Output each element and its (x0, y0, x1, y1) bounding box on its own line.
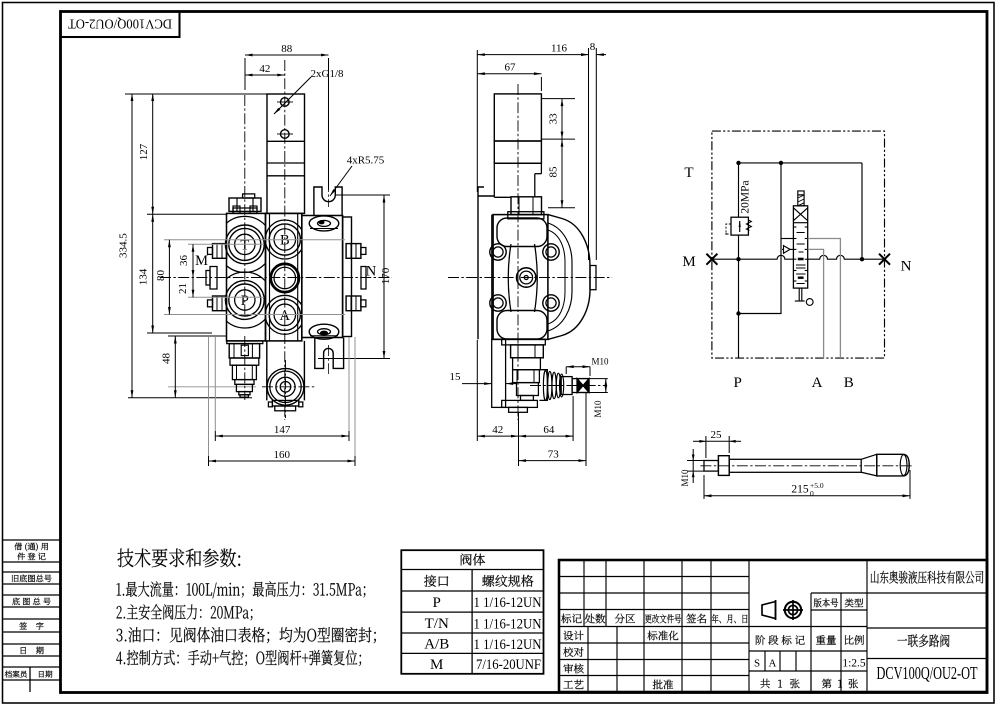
svg-text:P: P (241, 293, 249, 309)
svg-text:M: M (682, 254, 695, 270)
svg-text:N: N (901, 259, 912, 275)
svg-text:88: 88 (281, 43, 293, 55)
svg-text:DCV100Q/OU2-OT: DCV100Q/OU2-OT (877, 663, 978, 683)
svg-text:170: 170 (380, 267, 392, 284)
svg-text:147: 147 (274, 424, 291, 436)
svg-text:21: 21 (177, 283, 189, 294)
svg-text:134: 134 (138, 268, 150, 285)
svg-text:A: A (769, 658, 777, 670)
svg-text:15: 15 (450, 371, 462, 383)
svg-text:M10: M10 (593, 400, 603, 418)
svg-text:1:2.5: 1:2.5 (842, 658, 866, 670)
svg-text:M: M (430, 657, 443, 673)
svg-text:1 1/16-12UN: 1 1/16-12UN (474, 616, 542, 632)
svg-text:DCV100Q/OU2-OT: DCV100Q/OU2-OT (67, 17, 172, 32)
svg-text:42: 42 (259, 63, 270, 75)
svg-text:215: 215 (791, 484, 809, 496)
svg-text:7/16-20UNF: 7/16-20UNF (476, 657, 541, 673)
svg-text:B: B (844, 375, 854, 391)
svg-text:S: S (754, 658, 760, 670)
svg-text:80: 80 (155, 270, 167, 282)
svg-text:M10: M10 (680, 469, 690, 487)
svg-text:1 1/16-12UN: 1 1/16-12UN (474, 595, 542, 611)
svg-text:48: 48 (161, 353, 173, 365)
svg-text:1 1/16-12UN: 1 1/16-12UN (474, 637, 542, 653)
svg-text:64: 64 (543, 424, 555, 436)
svg-text:A/B: A/B (424, 636, 449, 652)
svg-text:67: 67 (505, 62, 517, 74)
svg-text:M: M (195, 253, 208, 269)
svg-text:T/N: T/N (425, 616, 449, 632)
svg-text:36: 36 (178, 255, 190, 267)
svg-text:P: P (734, 375, 742, 391)
svg-text:A: A (812, 375, 823, 391)
svg-text:T: T (240, 238, 249, 254)
svg-text:116: 116 (551, 43, 568, 55)
svg-text:33: 33 (548, 113, 560, 125)
svg-text:2xG1/8: 2xG1/8 (311, 68, 345, 80)
svg-text:P: P (433, 595, 441, 611)
svg-text:85: 85 (548, 166, 560, 178)
svg-text:B: B (280, 233, 290, 249)
svg-text:334.5: 334.5 (118, 233, 130, 258)
svg-text:0: 0 (810, 489, 814, 498)
svg-text:A: A (280, 308, 291, 324)
svg-text:8: 8 (590, 41, 596, 53)
svg-text:42: 42 (492, 424, 503, 436)
svg-text:M10: M10 (591, 357, 609, 367)
svg-text:4xR5.75: 4xR5.75 (347, 155, 385, 167)
svg-text:T: T (684, 165, 693, 181)
svg-text:25: 25 (711, 429, 723, 441)
svg-text:73: 73 (548, 449, 560, 461)
svg-text:+5.0: +5.0 (810, 481, 824, 490)
svg-text:127: 127 (138, 143, 150, 160)
svg-text:20MPa: 20MPa (740, 180, 752, 213)
svg-text:160: 160 (274, 449, 291, 461)
svg-text:N: N (366, 264, 377, 280)
